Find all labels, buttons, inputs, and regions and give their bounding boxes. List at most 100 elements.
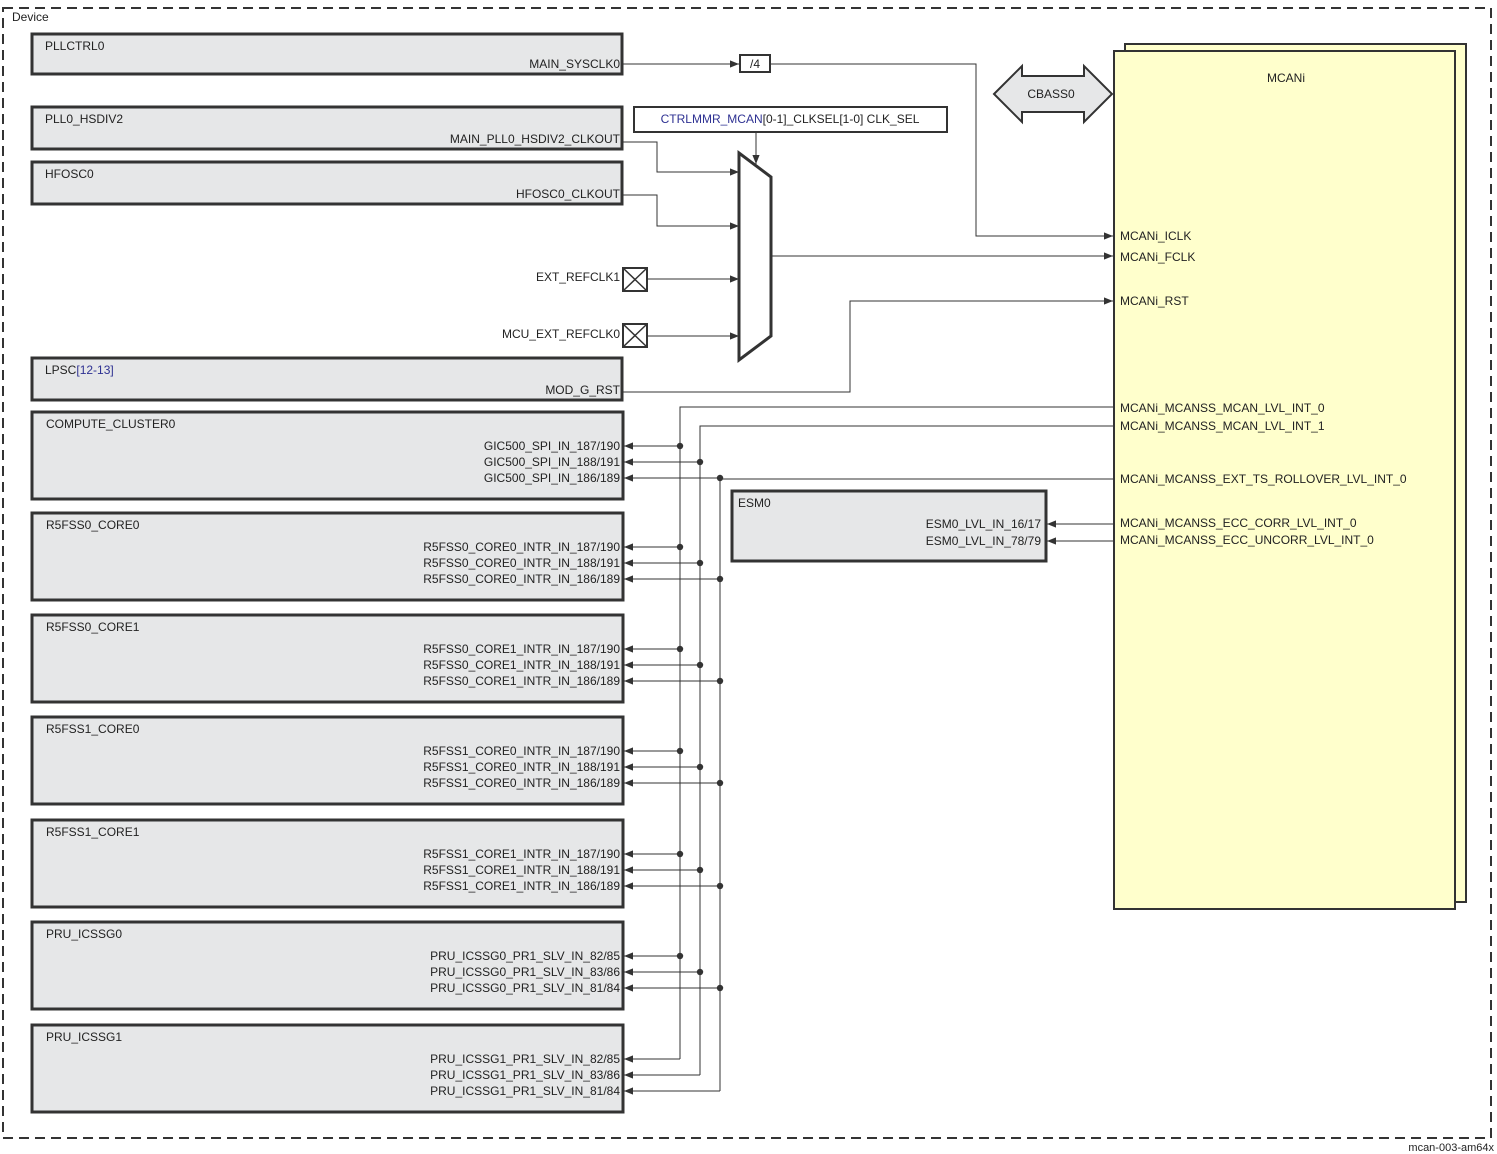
junction-dot	[696, 968, 704, 976]
clk-sel-register	[633, 106, 948, 133]
mcan-block	[1113, 50, 1456, 910]
target-signal: R5FSS0_CORE1_INTR_IN_186/189	[423, 674, 620, 688]
target-signal: R5FSS1_CORE0_INTR_IN_188/191	[423, 760, 620, 774]
target-name: PRU_ICSSG0	[46, 927, 122, 941]
mcan-port-rst: MCANi_RST	[1120, 294, 1189, 308]
junction-dot	[716, 474, 724, 482]
mcan-title: MCANi	[1267, 71, 1305, 85]
mcan-port-int0: MCANi_MCANSS_MCAN_LVL_INT_0	[1120, 401, 1325, 415]
pllctrl0-block	[30, 32, 624, 76]
junction-dot	[716, 984, 724, 992]
junction-dot	[676, 952, 684, 960]
pll0-hsdiv2-block	[30, 105, 624, 151]
target-signal: GIC500_SPI_IN_186/189	[484, 471, 620, 485]
target-block	[30, 920, 625, 1011]
mcu-ext-refclk0-pin-icon	[622, 323, 648, 348]
junction-dot	[716, 779, 724, 787]
target-block	[30, 613, 625, 704]
target-name: PRU_ICSSG1	[46, 1030, 122, 1044]
hfosc0-signal: HFOSC0_CLKOUT	[516, 187, 621, 201]
divider-box	[739, 54, 771, 73]
lpsc-signal: MOD_G_RST	[545, 383, 620, 397]
int1-bus	[699, 425, 1114, 1075]
lpsc-block	[30, 356, 624, 402]
hfosc0-to-mux	[622, 194, 739, 230]
junction-dot	[696, 661, 704, 669]
target-block	[30, 511, 625, 602]
lpsc-name: LPSC[12-13]	[45, 363, 114, 377]
junction-dot	[676, 442, 684, 450]
target-block	[30, 715, 625, 806]
junction-dot	[676, 543, 684, 551]
junction-dot	[716, 575, 724, 583]
hfosc0-block	[30, 160, 624, 206]
ext-refclk1-label: EXT_REFCLK1	[536, 270, 620, 284]
target-signal: R5FSS0_CORE1_INTR_IN_187/190	[423, 642, 620, 656]
target-name: R5FSS1_CORE0	[46, 722, 140, 736]
mcan-port-fclk: MCANi_FCLK	[1120, 250, 1195, 264]
mcu-ext-refclk0-label: MCU_EXT_REFCLK0	[502, 327, 620, 341]
target-block	[30, 818, 625, 909]
mcan-port-int1: MCANi_MCANSS_MCAN_LVL_INT_1	[1120, 419, 1325, 433]
target-signal: GIC500_SPI_IN_187/190	[484, 439, 620, 453]
mcan-port-ts: MCANi_MCANSS_EXT_TS_ROLLOVER_LVL_INT_0	[1120, 472, 1407, 486]
int0-bus	[679, 406, 1114, 1059]
target-signal: R5FSS1_CORE1_INTR_IN_188/191	[423, 863, 620, 877]
junction-dot	[716, 677, 724, 685]
junction-dot	[696, 559, 704, 567]
device-boundary	[2, 7, 1492, 1139]
target-name: R5FSS1_CORE1	[46, 825, 140, 839]
device-label: Device	[12, 10, 49, 24]
mcan-port-iclk: MCANi_ICLK	[1120, 229, 1191, 243]
ts-bus	[719, 478, 1114, 1091]
target-signal: PRU_ICSSG1_PR1_SLV_IN_83/86	[430, 1068, 620, 1082]
target-name: R5FSS0_CORE1	[46, 620, 140, 634]
target-signal: PRU_ICSSG0_PR1_SLV_IN_83/86	[430, 965, 620, 979]
target-signal: PRU_ICSSG1_PR1_SLV_IN_81/84	[430, 1084, 620, 1098]
junction-dot	[676, 747, 684, 755]
target-signal: R5FSS1_CORE0_INTR_IN_187/190	[423, 744, 620, 758]
pll0-hsdiv2-name: PLL0_HSDIV2	[45, 112, 123, 126]
esm0-name: ESM0	[738, 496, 771, 510]
target-block	[30, 410, 625, 501]
target-signal: PRU_ICSSG0_PR1_SLV_IN_82/85	[430, 949, 620, 963]
junction-dot	[676, 645, 684, 653]
hsdiv2-to-mux	[622, 141, 739, 176]
target-signal: R5FSS0_CORE0_INTR_IN_188/191	[423, 556, 620, 570]
rst-line	[622, 297, 1113, 393]
esm0-sig1: ESM0_LVL_IN_16/17	[926, 517, 1042, 531]
junction-dot	[696, 458, 704, 466]
target-block	[30, 1023, 625, 1114]
pllctrl0-signal: MAIN_SYSCLK0	[529, 57, 620, 71]
target-signal: R5FSS0_CORE0_INTR_IN_186/189	[423, 572, 620, 586]
esm0-sig2: ESM0_LVL_IN_78/79	[926, 534, 1042, 548]
junction-dot	[696, 866, 704, 874]
target-signal: PRU_ICSSG0_PR1_SLV_IN_81/84	[430, 981, 620, 995]
clk-sel-label: CTRLMMR_MCAN[0-1]_CLKSEL[1-0] CLK_SEL	[661, 112, 920, 126]
target-signal: R5FSS0_CORE1_INTR_IN_188/191	[423, 658, 620, 672]
target-signal: GIC500_SPI_IN_188/191	[484, 455, 620, 469]
esm0-block	[730, 489, 1048, 563]
target-name: COMPUTE_CLUSTER0	[46, 417, 176, 431]
ext-refclk1-pin-icon	[622, 267, 648, 292]
pll0-hsdiv2-signal: MAIN_PLL0_HSDIV2_CLKOUT	[450, 132, 621, 146]
cbass-label: CBASS0	[1027, 87, 1075, 101]
target-signal: R5FSS1_CORE1_INTR_IN_186/189	[423, 879, 620, 893]
junction-dot	[696, 763, 704, 771]
mcan-port-ecc-uncorr: MCANi_MCANSS_ECC_UNCORR_LVL_INT_0	[1120, 533, 1374, 547]
divider-label: /4	[750, 57, 760, 71]
figure-id: mcan-003-am64x	[1408, 1142, 1494, 1154]
mcan-port-ecc-corr: MCANi_MCANSS_ECC_CORR_LVL_INT_0	[1120, 516, 1357, 530]
junction-dot	[676, 850, 684, 858]
target-signal: R5FSS1_CORE0_INTR_IN_186/189	[423, 776, 620, 790]
hfosc0-name: HFOSC0	[45, 167, 94, 181]
pllctrl0-name: PLLCTRL0	[45, 39, 105, 53]
target-signal: R5FSS1_CORE1_INTR_IN_187/190	[423, 847, 620, 861]
target-name: R5FSS0_CORE0	[46, 518, 140, 532]
divider-to-iclk	[771, 63, 1113, 240]
interrupt-targets: COMPUTE_CLUSTER0GIC500_SPI_IN_187/190GIC…	[30, 410, 724, 1114]
clock-mux	[737, 150, 773, 363]
target-signal: PRU_ICSSG1_PR1_SLV_IN_82/85	[430, 1052, 620, 1066]
target-signal: R5FSS0_CORE0_INTR_IN_187/190	[423, 540, 620, 554]
